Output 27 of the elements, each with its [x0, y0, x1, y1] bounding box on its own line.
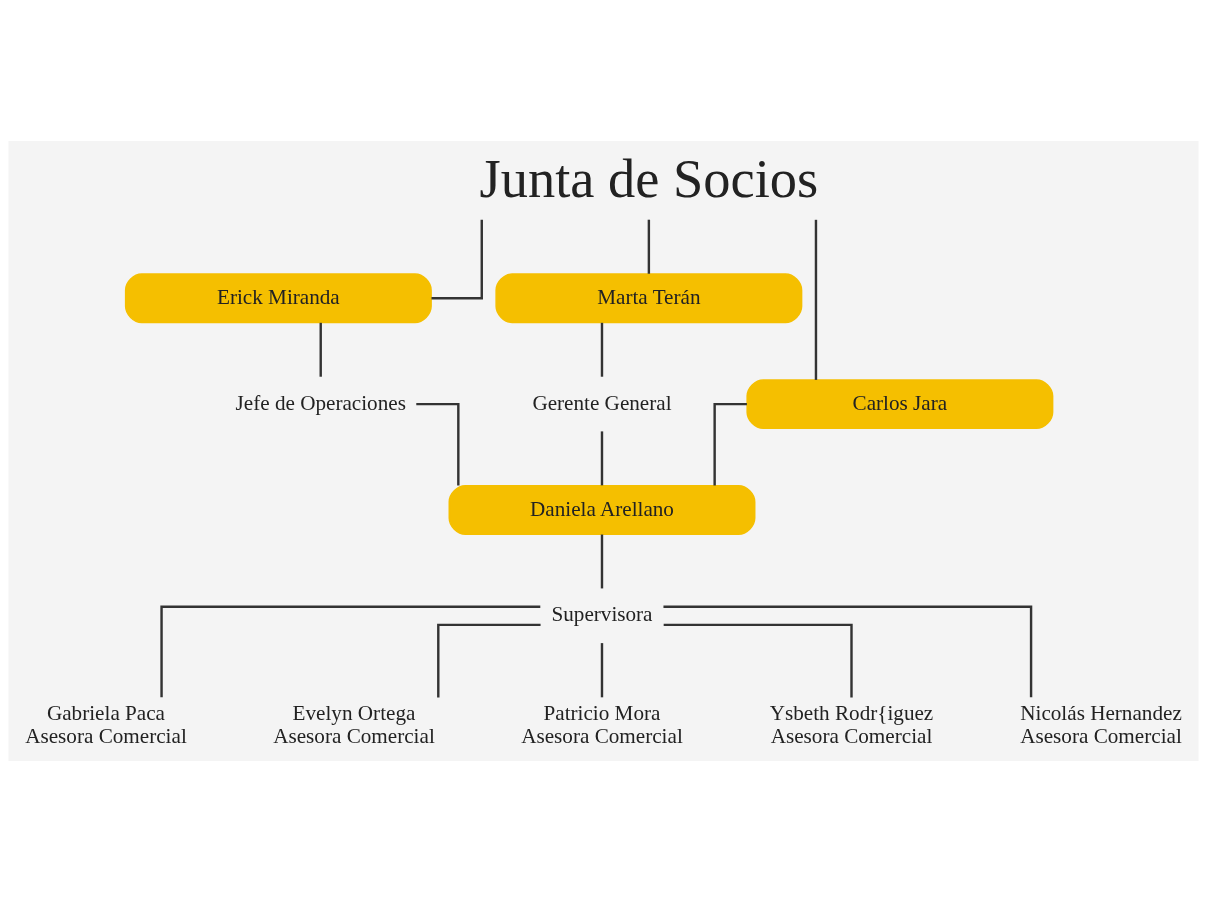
connector: [713, 402, 747, 485]
node-box: Carlos Jara: [746, 378, 1054, 429]
node-text: Junta de Socios: [479, 147, 819, 209]
node-text: Evelyn Ortega Asesora Comercial: [273, 700, 435, 748]
connector: [600, 534, 604, 588]
node-text: Jefe de Operaciones: [235, 390, 406, 415]
node-text: Gabriela Paca Asesora Comercial: [25, 700, 187, 748]
node-text: Supervisora: [551, 601, 653, 626]
connector: [431, 219, 483, 299]
connector: [319, 322, 322, 377]
node-text: Nicolás Hernandez Asesora Comercial: [1020, 700, 1182, 748]
connector: [160, 605, 541, 697]
node-text: Patricio Mora Asesora Comercial: [521, 700, 683, 748]
connector: [814, 219, 818, 380]
node-box: Marta Terán: [495, 272, 803, 323]
connector: [663, 623, 853, 697]
connector: [437, 623, 541, 697]
connector: [600, 430, 604, 485]
connector: [600, 642, 604, 697]
node-box: Daniela Arellano: [448, 484, 756, 535]
node-text: Gerente General: [532, 390, 672, 415]
node-box: Erick Miranda: [124, 272, 432, 323]
connector: [416, 402, 460, 485]
node-text: Ysbeth Rodr{iguez Asesora Comercial: [769, 700, 934, 748]
connector: [663, 605, 1033, 697]
connector: [647, 219, 651, 274]
connector: [600, 322, 604, 377]
